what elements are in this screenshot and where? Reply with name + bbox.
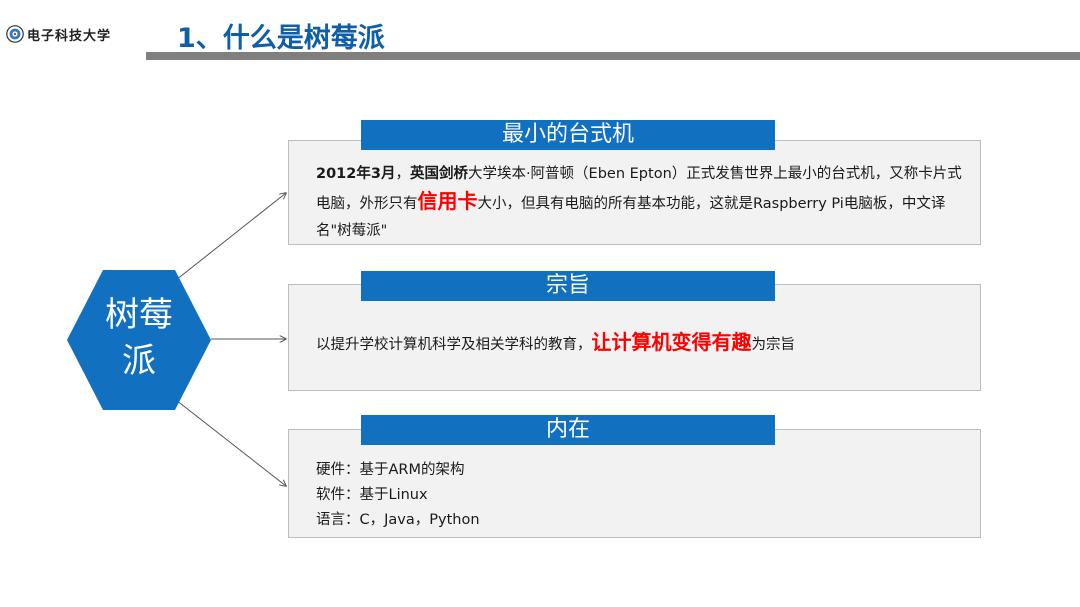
panel-1-heading: 最小的台式机 xyxy=(361,120,775,150)
language-line: 语言：C，Java，Python xyxy=(316,512,480,528)
purpose-part-2: 为宗旨 xyxy=(751,337,796,353)
comma: ， xyxy=(395,166,410,182)
credit-card-highlight: 信用卡 xyxy=(417,189,478,213)
university-logo: 电子科技大学 xyxy=(6,24,111,44)
panel-1-text: 2012年3月，英国剑桥大学埃本·阿普顿（Eben Epton）正式发售世界上最… xyxy=(316,161,966,245)
arrow-to-panel-1 xyxy=(175,193,286,281)
hexagon-shape xyxy=(67,270,211,410)
purpose-part-1: 以提升学校计算机科学及相关学科的教育， xyxy=(316,337,592,353)
title-underline-bar xyxy=(146,52,1080,60)
internals-list: 硬件：基于ARM的架构 软件：基于Linux 语言：C，Java，Python xyxy=(316,458,480,533)
raspberry-pi-hexagon: 树莓 派 xyxy=(67,270,211,410)
hexagon-label-line-2: 派 xyxy=(122,341,156,381)
page-title: 1、什么是树莓派 xyxy=(177,23,385,54)
arrow-to-panel-3 xyxy=(175,399,286,486)
panel-smallest-desktop: 2012年3月，英国剑桥大学埃本·阿普顿（Eben Epton）正式发售世界上最… xyxy=(288,140,981,245)
date-bold: 2012年3月 xyxy=(316,166,396,182)
hardware-line: 硬件：基于ARM的架构 xyxy=(316,462,465,478)
description-part-2: 大小，但具有电脑的所有基本功能，这就是Raspberry Pi电脑板，中文译名"… xyxy=(316,196,946,239)
panel-internals: 硬件：基于ARM的架构 软件：基于Linux 语言：C，Java，Python xyxy=(288,429,981,538)
hexagon-label: 树莓 派 xyxy=(67,292,211,384)
university-name: 电子科技大学 xyxy=(27,28,112,44)
panel-purpose: 以提升学校计算机科学及相关学科的教育，让计算机变得有趣为宗旨 xyxy=(288,284,981,391)
hexagon-label-line-1: 树莓 xyxy=(105,295,173,335)
panel-2-heading: 宗旨 xyxy=(361,271,775,301)
university-seal-icon xyxy=(6,25,24,43)
panel-2-text: 以提升学校计算机科学及相关学科的教育，让计算机变得有趣为宗旨 xyxy=(316,329,966,358)
software-line: 软件：基于Linux xyxy=(316,487,428,503)
description-part-1: 大学埃本·阿普顿（Eben Epton）正式发售世界上最小的台式机，又称卡片式电… xyxy=(316,166,962,212)
panel-3-heading: 内在 xyxy=(361,415,775,445)
place-bold: 英国剑桥 xyxy=(409,166,468,182)
fun-computing-highlight: 让计算机变得有趣 xyxy=(591,330,752,354)
